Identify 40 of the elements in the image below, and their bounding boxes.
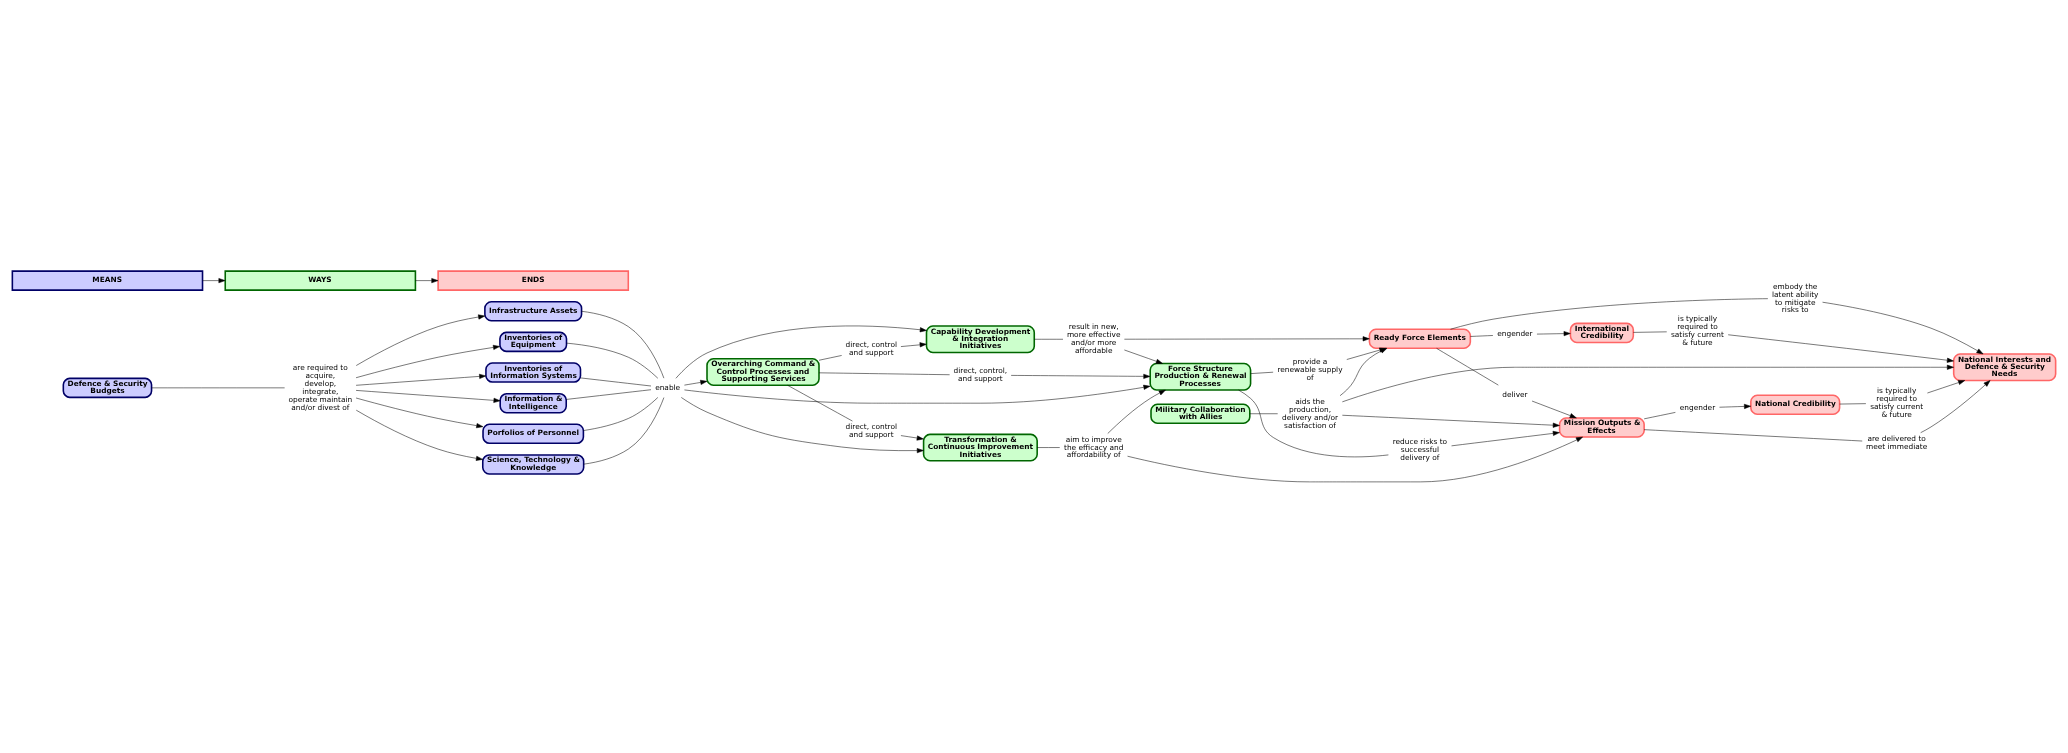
arrow [681,397,924,454]
arrow [1451,430,1560,447]
arrow [1719,403,1751,409]
arrow [1010,373,1151,379]
arrow [900,435,924,441]
connector [818,372,950,375]
arrow [415,278,439,284]
arrow [684,384,1151,404]
connector [583,397,659,431]
connector [581,311,665,379]
arrow [1107,389,1166,434]
connector [787,385,853,422]
arrow [355,409,483,461]
arrow [900,342,927,348]
arrow [355,314,486,366]
arrow [1124,336,1370,342]
arrow [1920,380,1991,433]
connector [1238,389,1389,458]
arrow [1342,364,1954,403]
arrow [1127,436,1583,483]
connector [566,342,659,379]
connector [1036,447,1060,448]
arrow [1536,331,1571,337]
arrow [1727,334,1954,363]
arrow [675,325,927,379]
arrow [202,278,226,284]
arrow [355,397,484,429]
arrow [1124,349,1163,364]
connector [1250,371,1274,374]
arrow [684,379,708,386]
connector [1034,339,1064,340]
arrow [1822,301,1984,355]
arrow [355,344,500,378]
arrow [355,390,501,403]
arrow [1531,400,1577,419]
connector [151,387,285,389]
arrow [1927,380,1966,394]
arrow [355,373,487,386]
connector [566,389,652,400]
arrow [1342,414,1560,428]
